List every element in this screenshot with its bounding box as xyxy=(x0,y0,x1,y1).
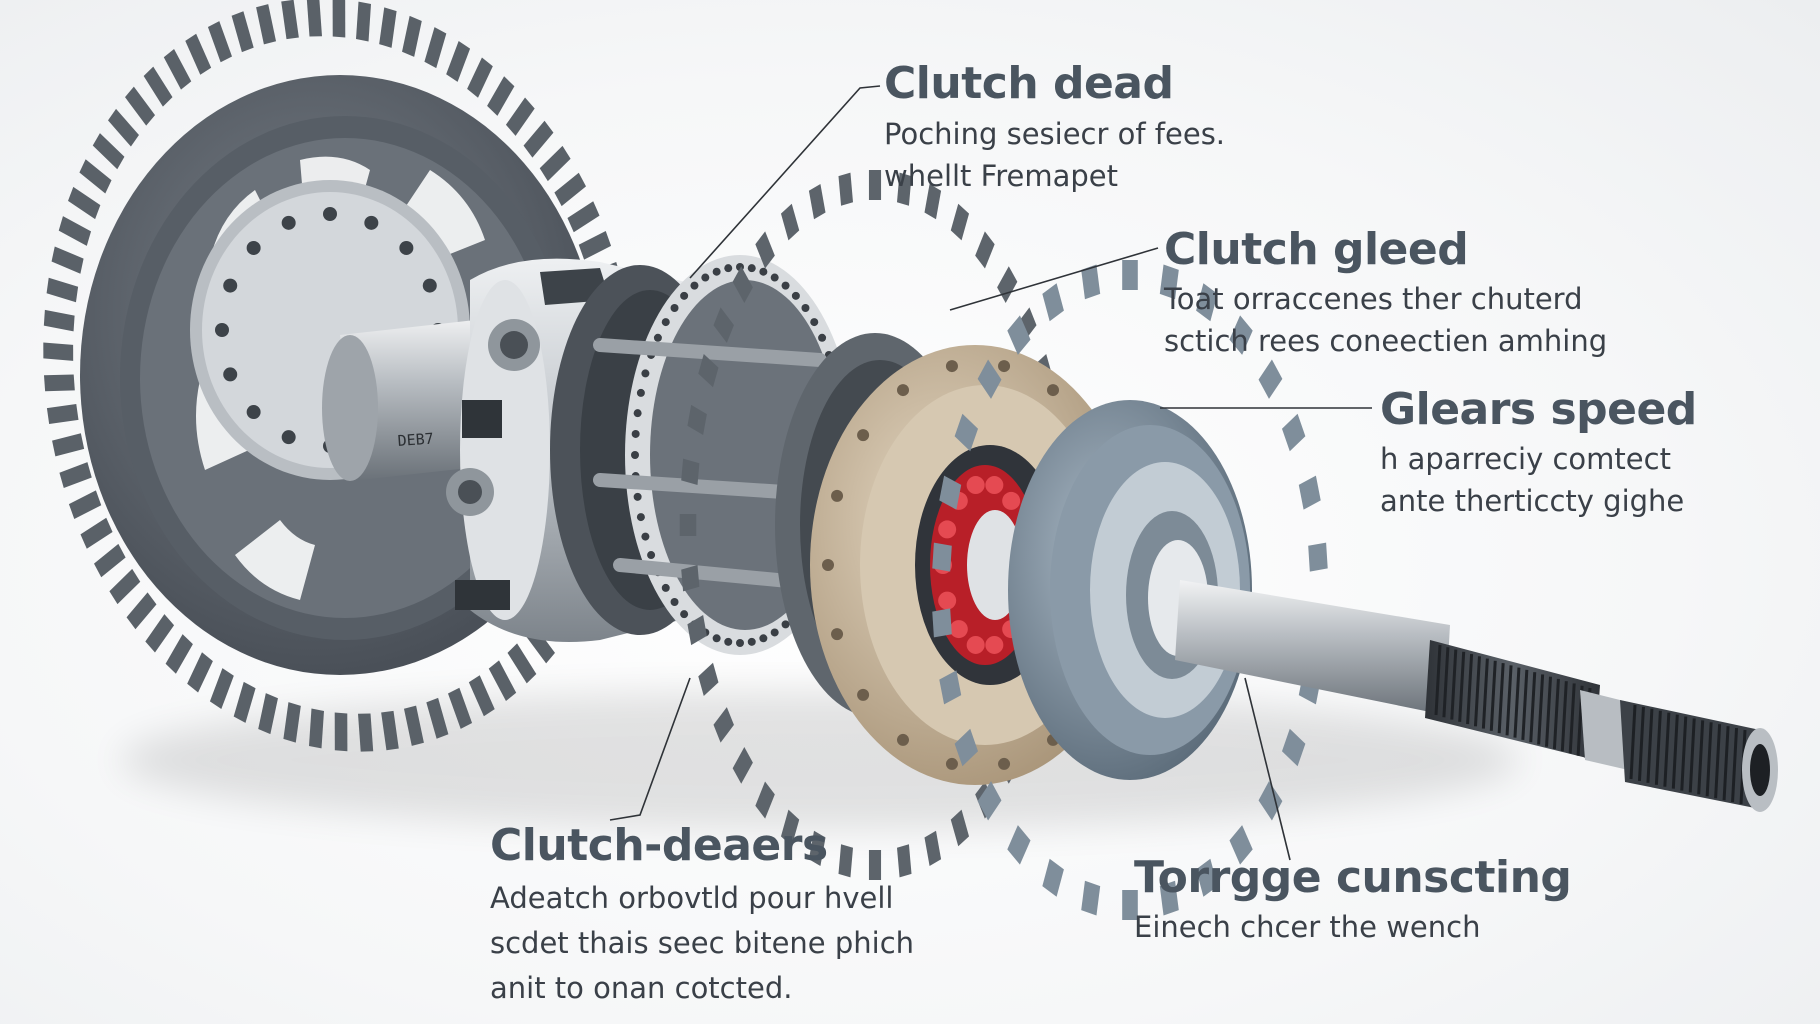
callout-line: whellt Fremapet xyxy=(884,159,1118,193)
callout-torrgge-cunscting: Torrgge cunscting Einech chcer the wench xyxy=(1134,852,1572,946)
leader-line-2 xyxy=(949,247,1159,311)
callout-line: h aparreciy comtect xyxy=(1380,442,1671,476)
leader-line-1 xyxy=(689,85,881,279)
callout-line: ante therticcty gighe xyxy=(1380,484,1685,518)
leader-line-4 xyxy=(609,677,691,821)
callout-line: Einech chcer the wench xyxy=(1134,910,1481,944)
leader-lines xyxy=(609,85,1372,861)
ground-shadow xyxy=(120,690,1520,830)
callout-title: Torrgge cunscting xyxy=(1134,852,1572,903)
callout-line: scdet thais seec bitene phich xyxy=(490,926,915,960)
callout-title: Clutch dead xyxy=(884,58,1174,109)
callout-clutch-gleed: Clutch gleed Toat orraccenes ther chuter… xyxy=(1164,224,1607,360)
callout-line: Toat orraccenes ther chuterd xyxy=(1164,282,1583,316)
callout-title: Clutch gleed xyxy=(1164,224,1469,275)
callout-title: Clutch-deaers xyxy=(490,820,828,871)
callout-clutch-dead: Clutch dead Poching sesiecr of fees. whe… xyxy=(884,58,1225,194)
callout-title: Glears speed xyxy=(1380,384,1697,435)
callout-line: Adeatch orbovtld pour hvell xyxy=(490,881,894,915)
callout-line: anit to onan cotcted. xyxy=(490,971,793,1005)
part-marking: DEB7 xyxy=(397,430,434,450)
output-shaft xyxy=(1175,580,1778,812)
leader-line-5 xyxy=(1244,677,1291,861)
callout-line: sctich rees coneectien amhing xyxy=(1164,324,1608,358)
callout-glears-speed: Glears speed h aparreciy comtect ante th… xyxy=(1380,384,1697,520)
callout-line: Poching sesiecr of fees. xyxy=(884,117,1226,151)
callout-clutch-deaers: Clutch-deaers Adeatch orbovtld pour hvel… xyxy=(490,820,914,1007)
